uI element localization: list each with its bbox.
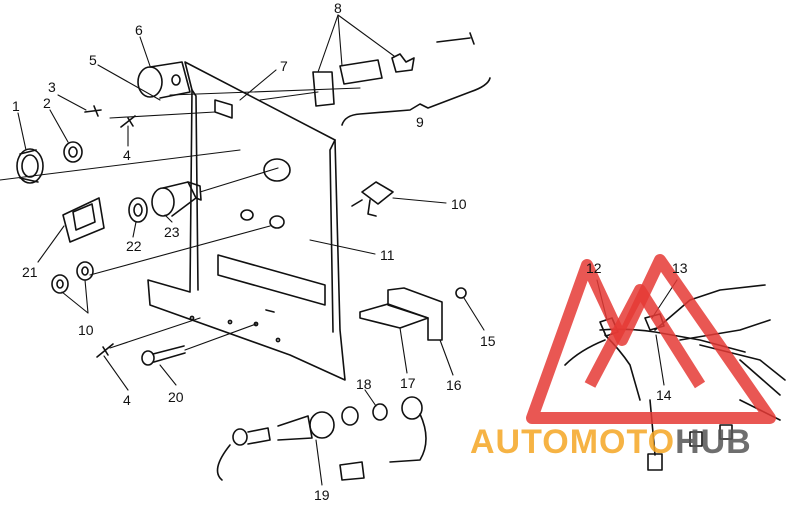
ring-nut-part-1 [16, 148, 44, 184]
callout-9: 9 [416, 114, 424, 130]
nut-part-10-lower [51, 261, 94, 294]
latch-assembly-part-8 [312, 32, 475, 107]
harness-part-19 [216, 396, 427, 481]
callout-17: 17 [400, 375, 416, 391]
screw-part-4-upper [120, 115, 136, 128]
callout-1: 1 [12, 98, 20, 114]
watermark-text: AUTOMOTOHUB [470, 423, 752, 461]
callout-11: 11 [380, 247, 395, 263]
callout-23: 23 [164, 224, 180, 240]
callout-3: 3 [48, 79, 56, 95]
bracket-brace-9 [341, 77, 491, 126]
screw-part-3 [84, 105, 102, 117]
callout-6: 6 [135, 22, 143, 38]
callout-10-right: 10 [451, 196, 467, 212]
callout-8: 8 [334, 0, 342, 16]
callout-4-lower: 4 [123, 392, 131, 408]
callout-2: 2 [43, 95, 51, 111]
callout-19: 19 [314, 487, 330, 503]
callout-4: 4 [123, 147, 131, 163]
callout-16: 16 [446, 377, 462, 393]
callout-14: 14 [656, 387, 672, 403]
screw-part-4-lower [96, 343, 114, 358]
ignition-switch-part-23 [151, 181, 202, 217]
callout-22: 22 [126, 238, 142, 254]
callout-5: 5 [89, 52, 97, 68]
callout-13: 13 [672, 260, 688, 276]
toggle-switch-part-10 [351, 181, 394, 217]
callout-12: 12 [586, 260, 602, 276]
callout-7: 7 [280, 58, 288, 74]
indicator-part-21 [62, 197, 105, 243]
callout-18: 18 [356, 376, 372, 392]
watermark-part-hub: HUB [675, 423, 752, 461]
dash-panel [147, 61, 346, 381]
callout-20: 20 [168, 389, 184, 405]
bolt-part-20 [141, 345, 186, 366]
bracket-part-16-17 [359, 287, 467, 341]
watermark-logo [526, 254, 776, 424]
callout-21: 21 [22, 264, 38, 280]
watermark-part-automoto: AUTOMOTO [470, 423, 675, 461]
washer-part-2 [63, 141, 83, 163]
callout-labels: 1 2 3 4 5 6 7 8 9 10 11 12 13 14 15 16 1… [12, 0, 688, 503]
callout-10-left: 10 [78, 322, 94, 338]
bezel-part-22 [128, 197, 148, 223]
callout-15: 15 [480, 333, 496, 349]
